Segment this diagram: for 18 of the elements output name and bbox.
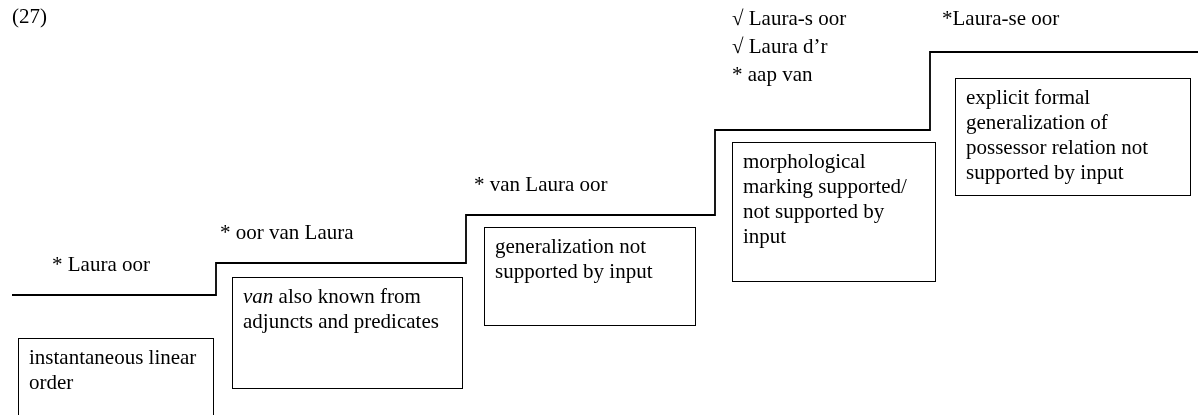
example-phrase: √ Laura-s oor — [732, 5, 847, 32]
example-phrase: * Laura oor — [52, 251, 150, 278]
box-text: instantaneous linear order — [29, 345, 198, 395]
example-phrase: * aap van — [732, 61, 813, 88]
box-text: morphological marking supported/ not supported by input — [743, 149, 908, 249]
text-box — [18, 338, 214, 415]
text-box — [484, 227, 696, 326]
example-number: (27) — [12, 4, 47, 29]
example-phrase: *Laura-se oor — [942, 5, 1060, 32]
text-box — [732, 142, 936, 282]
example-phrase: * van Laura oor — [474, 171, 608, 198]
text-box — [955, 78, 1191, 196]
example-phrase: √ Laura d’r — [732, 33, 828, 60]
text-box — [232, 277, 463, 389]
box-text: van also known from adjuncts and predicates — [243, 284, 440, 334]
box-text: generalization not supported by input — [495, 234, 654, 284]
example-phrase: * oor van Laura — [220, 219, 354, 246]
box-text: explicit formal generalization of possessor relation not supported by input — [966, 85, 1149, 185]
